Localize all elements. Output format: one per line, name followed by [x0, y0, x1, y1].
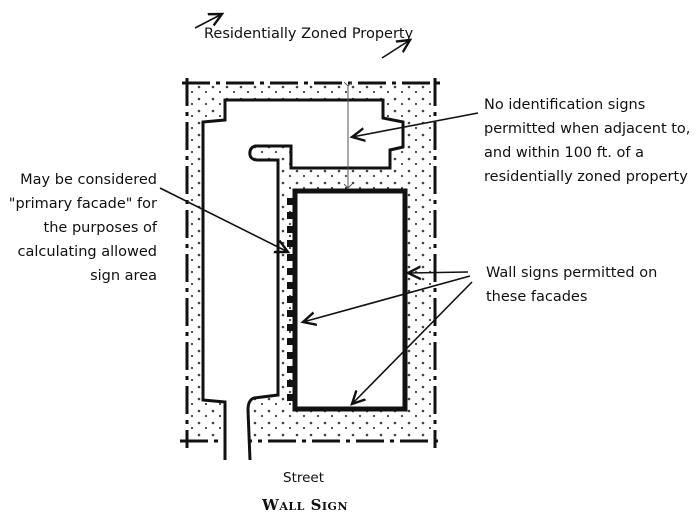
- note-line: "primary facade" for: [8, 196, 157, 212]
- building: [292, 188, 408, 412]
- leader-arrows: [159, 14, 479, 404]
- note-line: these facades: [486, 289, 588, 305]
- note-line: permitted when adjacent to,: [484, 121, 691, 137]
- top-label: Residentially Zoned Property: [204, 26, 414, 42]
- note-wall-signs: Wall signs permitted on these facades: [486, 261, 657, 309]
- note-line: Wall signs permitted on: [486, 265, 658, 281]
- note-line: residentially zoned property: [484, 169, 688, 185]
- note-primary-facade: May be considered "primary facade" for t…: [9, 168, 157, 288]
- note-line: calculating allowed: [17, 244, 157, 260]
- note-line: No identification signs: [484, 97, 646, 113]
- note-line: and within 100 ft. of a: [484, 145, 644, 161]
- lot-outline: [201, 98, 405, 461]
- property-lines: [180, 78, 440, 448]
- primary-facade-hatch: [287, 198, 295, 401]
- note-line: May be considered: [20, 172, 157, 188]
- note-line: sign area: [90, 268, 157, 284]
- caption: Wall Sign: [262, 496, 348, 514]
- note-no-signs: No identification signs permitted when a…: [484, 93, 690, 189]
- note-line: the purposes of: [43, 220, 157, 236]
- street-label: Street: [283, 470, 325, 486]
